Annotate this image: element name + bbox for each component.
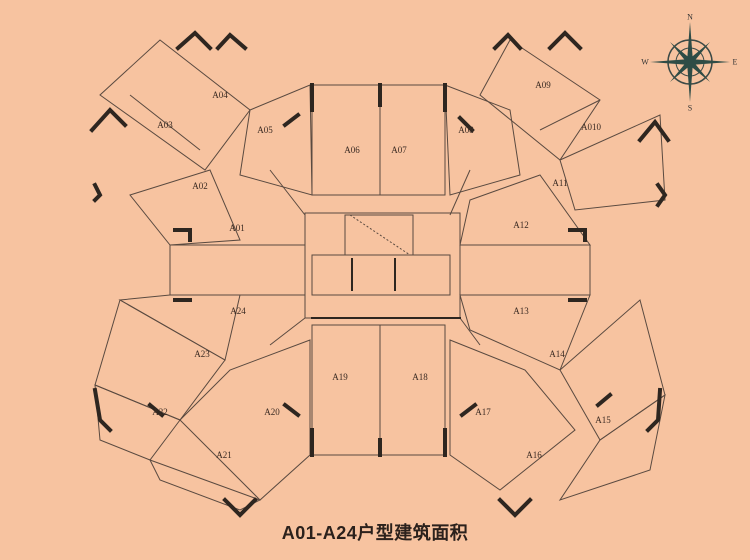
compass-west-label: W bbox=[641, 57, 649, 67]
unit-label-a01: A01 bbox=[229, 223, 245, 233]
unit-label-a03: A03 bbox=[157, 120, 173, 130]
unit-label-a21: A21 bbox=[216, 450, 232, 460]
unit-label-a06: A06 bbox=[344, 145, 360, 155]
compass-south-label: S bbox=[687, 103, 693, 113]
plan-title: A01-A24户型建筑面积 bbox=[281, 523, 469, 543]
unit-label-a16: A16 bbox=[526, 450, 542, 460]
unit-label-a11: A11 bbox=[552, 178, 568, 188]
unit-label-a19: A19 bbox=[332, 372, 348, 382]
unit-label-a17: A17 bbox=[475, 407, 491, 417]
compass-north-label: N bbox=[687, 12, 693, 22]
unit-label-a05: A05 bbox=[257, 125, 273, 135]
thick-walls bbox=[89, 30, 671, 518]
thin-walls bbox=[94, 39, 666, 511]
unit-label-a14: A14 bbox=[549, 349, 565, 359]
unit-label-a20: A20 bbox=[264, 407, 280, 417]
unit-label-a07: A07 bbox=[391, 145, 407, 155]
unit-label-a08: A08 bbox=[458, 125, 474, 135]
compass-east-label: E bbox=[732, 57, 738, 67]
unit-label-a10: A010 bbox=[581, 122, 601, 132]
unit-label-a12: A12 bbox=[513, 220, 529, 230]
unit-label-a04: A04 bbox=[212, 90, 228, 100]
compass-rose-icon bbox=[650, 22, 730, 102]
unit-label-a09: A09 bbox=[535, 80, 551, 90]
unit-label-a13: A13 bbox=[513, 306, 529, 316]
unit-label-a23: A23 bbox=[194, 349, 210, 359]
unit-label-a22: A22 bbox=[152, 407, 168, 417]
unit-label-a02: A02 bbox=[192, 181, 208, 191]
unit-label-a18: A18 bbox=[412, 372, 428, 382]
unit-label-a15: A15 bbox=[595, 415, 611, 425]
unit-label-a24: A24 bbox=[230, 306, 246, 316]
